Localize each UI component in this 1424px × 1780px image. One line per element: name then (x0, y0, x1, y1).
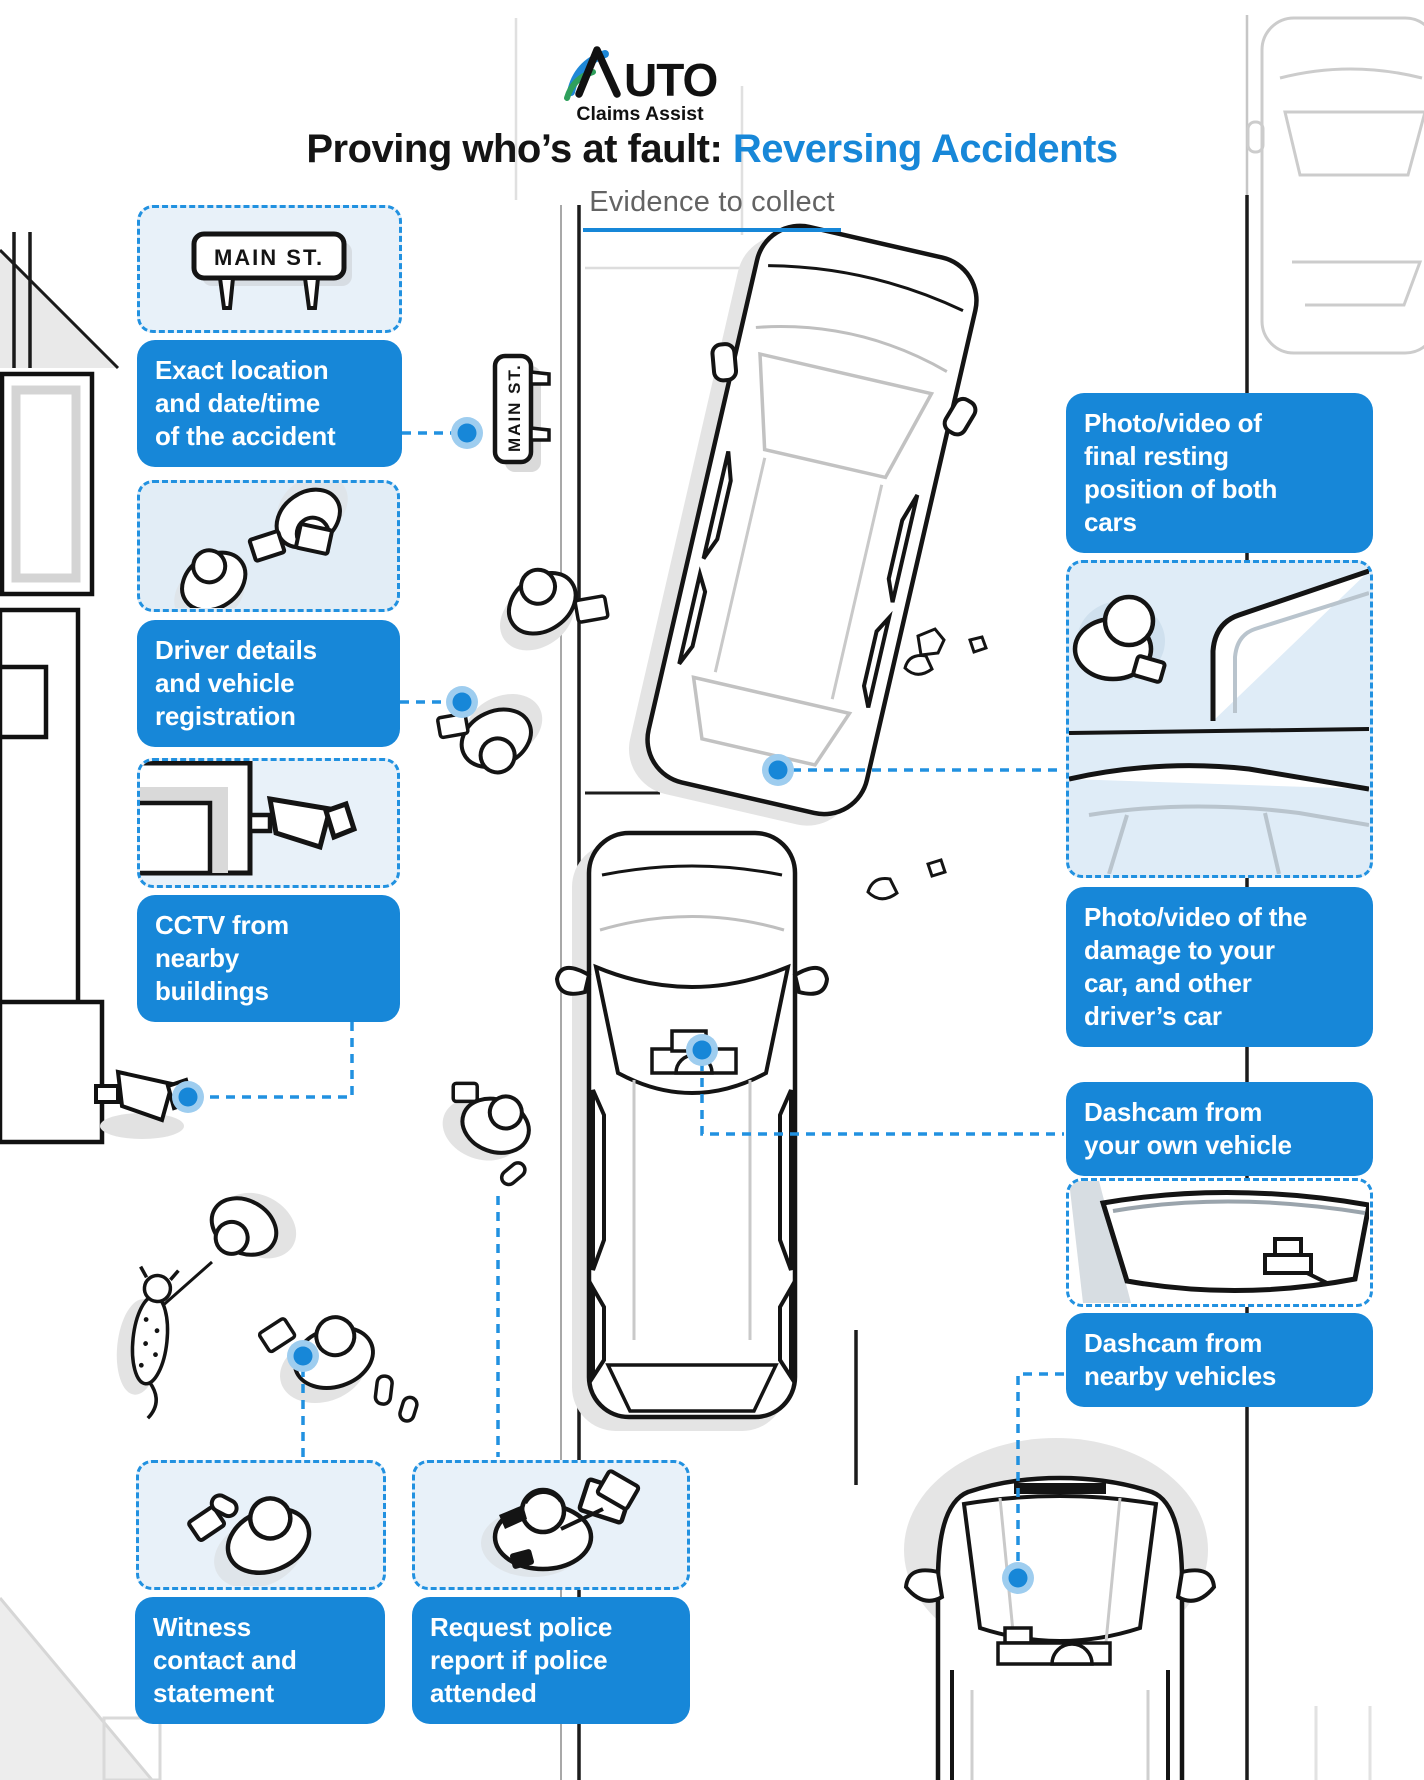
callout-resting-position-label: Photo/video of final resting position of… (1066, 393, 1373, 553)
your-car (554, 830, 830, 1431)
police-officer-icon (481, 1469, 641, 1577)
cctv-camera (94, 1069, 195, 1139)
witness-figure (257, 1315, 419, 1423)
main-st-sign-text: MAIN ST. (214, 245, 324, 270)
logo-a-swoosh-icon (564, 46, 621, 101)
callout-driver-details-label: Driver details and vehicle registration (137, 620, 400, 747)
pedestrian-figure (442, 1081, 531, 1187)
buildings (0, 232, 1372, 1780)
marker-dot-dashcam-nearby (1002, 1562, 1034, 1594)
subtitle-row: Evidence to collect (0, 186, 1424, 232)
callout-location-label: Exact location and date/time of the acci… (137, 340, 402, 467)
callout-dashcam-own-label: Dashcam from your own vehicle (1066, 1082, 1373, 1176)
callout-resting-position-illustration (1066, 560, 1373, 878)
rear-dashcam-icon (1069, 1181, 1369, 1303)
callout-police-label: Request police report if police attended (412, 1597, 690, 1724)
callout-witness-illustration (136, 1460, 386, 1590)
marker-dot-driver-details (446, 686, 478, 718)
logo-word: UTO (624, 54, 717, 106)
reversing-car (628, 223, 979, 826)
connector-cctv (202, 1022, 354, 1099)
page-subtitle: Evidence to collect (583, 186, 841, 232)
connector-dashcam-own (700, 1062, 1064, 1136)
callout-location-illustration: MAIN ST. (137, 205, 402, 333)
callout-dashcam-nearby-label: Dashcam from nearby vehicles (1066, 1313, 1373, 1407)
callout-driver-details-illustration (137, 480, 400, 612)
page-title-highlight: Reversing Accidents (732, 127, 1118, 171)
dog-leash (159, 1260, 213, 1310)
street-sign-post: MAIN ST. (492, 353, 551, 472)
marker-dot-cctv (172, 1081, 204, 1113)
driver-figure (436, 694, 543, 775)
callout-cctv-illustration (137, 758, 400, 888)
marker-dot-witness (287, 1340, 319, 1372)
callout-witness-label: Witness contact and statement (135, 1597, 385, 1724)
callout-cctv-label: CCTV from nearby buildings (137, 895, 400, 1022)
street-sign-text: MAIN ST. (505, 363, 524, 452)
witness-icon (187, 1493, 312, 1586)
main-st-sign-icon: MAIN ST. (191, 231, 352, 310)
marker-dots (172, 417, 1034, 1594)
crash-closeup-icon (1069, 568, 1369, 874)
dog-walker-figure (209, 1192, 297, 1259)
drivers-exchange-icon (174, 483, 348, 608)
debris (866, 627, 988, 901)
page-title: Proving who’s at fault: Reversing Accide… (0, 126, 1424, 172)
ghost-parked-car (1246, 16, 1424, 355)
connectors (202, 431, 1064, 1566)
nearby-car (903, 1438, 1217, 1780)
marker-dot-location (451, 417, 483, 449)
marker-dot-resting-position (762, 754, 794, 786)
dog (116, 1265, 180, 1420)
callout-damage-label: Photo/video of the damage to your car, a… (1066, 887, 1373, 1047)
auto-claims-assist-logo: UTO Claims Assist (564, 46, 718, 125)
driver-figure (500, 567, 610, 651)
marker-dot-dashcam-own (686, 1034, 718, 1066)
page-title-prefix: Proving who’s at fault: (306, 127, 733, 171)
callout-police-illustration (412, 1460, 690, 1590)
cctv-camera-icon (140, 761, 358, 876)
logo-tagline: Claims Assist (576, 103, 704, 125)
callout-dashcam-own-illustration (1066, 1178, 1373, 1307)
